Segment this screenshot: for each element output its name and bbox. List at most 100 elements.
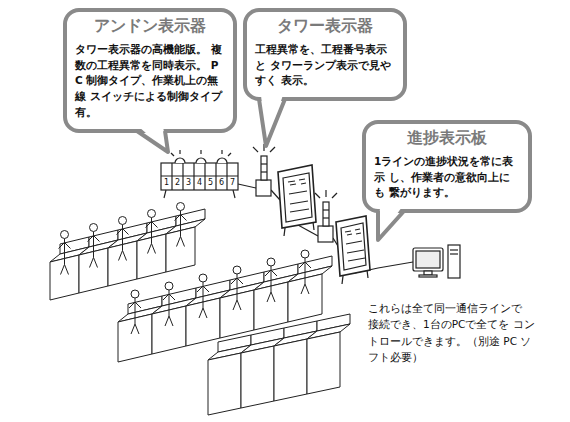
worker-figure [197, 274, 209, 318]
andon-grid [193, 163, 194, 190]
tower-base [318, 226, 333, 242]
bench [288, 256, 332, 322]
callout-bubble: アンドン表示器タワー表示器の高機能版。 複数の工程異常を同時表示。 PC 制御タ… [63, 8, 237, 133]
worker-head [119, 217, 127, 225]
andon-number: 4 [195, 178, 204, 188]
pc-slot [450, 249, 458, 250]
board-leg [284, 228, 285, 236]
board-inner [341, 223, 366, 270]
callout-tail-outline [259, 99, 285, 146]
bench [307, 314, 350, 394]
andon-number: 5 [206, 178, 215, 188]
worker-body [231, 274, 243, 310]
light-ray [325, 190, 326, 197]
light-ray [315, 193, 320, 198]
worker-figure [59, 231, 71, 275]
callout-tail-outline [137, 131, 168, 152]
progress-board [278, 165, 316, 236]
worker-figure [231, 266, 243, 310]
bench-front [307, 332, 340, 394]
worker-body [265, 266, 277, 302]
andon-lamp [196, 158, 206, 163]
light-ray [270, 147, 275, 152]
callout-bubble: 進捗表示板1ラインの進捗状況を常に表示 し、作業者の意欲向上にも 繋がります。 [362, 120, 532, 213]
worker-body [146, 218, 158, 254]
worker-head [233, 266, 241, 274]
worker-body [129, 298, 141, 334]
andon-grid [215, 163, 216, 190]
worker-figure [88, 224, 100, 268]
andon-number: 6 [217, 178, 226, 188]
worker-head [177, 203, 185, 211]
worker-figure [265, 258, 277, 302]
tower-base [256, 180, 271, 196]
board-marks [345, 229, 365, 261]
light-ray [200, 150, 201, 154]
network-cable [238, 184, 256, 188]
note-text: これらは全て同一通信ラインで 接続でき、1台のPCで全てを コントロールできます… [368, 300, 536, 365]
andon-number: 3 [184, 178, 193, 188]
worker-figure [175, 203, 187, 247]
bench [166, 209, 205, 272]
andon-grid [171, 163, 172, 190]
andon-lamp [217, 158, 227, 163]
bench-row [50, 203, 205, 301]
worker-figure [299, 250, 311, 294]
worker-body [175, 211, 187, 247]
worker-head [199, 274, 207, 282]
tower-segment [261, 171, 267, 172]
pc-monitor [413, 248, 443, 271]
callout-bubble: タワー表示器工程異常を、工程番号表示と タワーランプ表示で見やすく 表示。 [243, 8, 407, 101]
pc-stand [424, 271, 432, 275]
callout-tail-outline [378, 211, 404, 240]
pc-slot [450, 253, 458, 254]
tower-segment [323, 217, 329, 218]
worker-body [197, 282, 209, 318]
worker-head [301, 250, 309, 258]
tower-lamp [253, 144, 275, 196]
pc [413, 245, 460, 278]
callout-heading: 進捗表示板 [374, 128, 520, 149]
andon-board [161, 163, 238, 190]
board-leg [367, 270, 368, 278]
worker-head [267, 258, 275, 266]
andon-grid [226, 163, 227, 190]
worker-head [61, 231, 69, 239]
worker-figure [117, 217, 129, 261]
worker-head [148, 210, 156, 218]
bench-front [241, 346, 274, 408]
callout-heading: タワー表示器 [255, 16, 395, 37]
worker-body [88, 232, 100, 268]
pc-foot [419, 275, 437, 277]
andon-stand [164, 190, 166, 198]
worker-figure [163, 282, 175, 326]
andon-stand [233, 190, 235, 198]
network-cable [298, 225, 318, 236]
board-frame [336, 216, 370, 276]
andon-number: 1 [162, 178, 171, 188]
workbenches [50, 203, 350, 416]
andon-grid [182, 163, 183, 190]
worker-body [163, 290, 175, 326]
board-marks [288, 179, 309, 212]
worker-head [131, 290, 139, 298]
worker-head [165, 282, 173, 290]
worker-head [90, 224, 98, 232]
light-ray [179, 150, 180, 154]
tower-pole [323, 202, 329, 226]
board-leg [313, 222, 314, 230]
andon-lamp [175, 158, 185, 163]
bench-front [274, 339, 307, 401]
worker-body [59, 239, 71, 275]
callout-body: タワー表示器の高機能版。 複数の工程異常を同時表示。 PC 制御タイプ、作業机上… [75, 42, 225, 121]
pc-screen [416, 251, 440, 268]
light-ray [221, 150, 222, 154]
light-ray [171, 153, 174, 156]
progress-board [336, 216, 370, 284]
worker-figure [146, 210, 158, 254]
board-leg [342, 276, 343, 284]
light-ray [332, 193, 337, 198]
andon-grid [204, 163, 205, 190]
worker-body [117, 225, 129, 261]
